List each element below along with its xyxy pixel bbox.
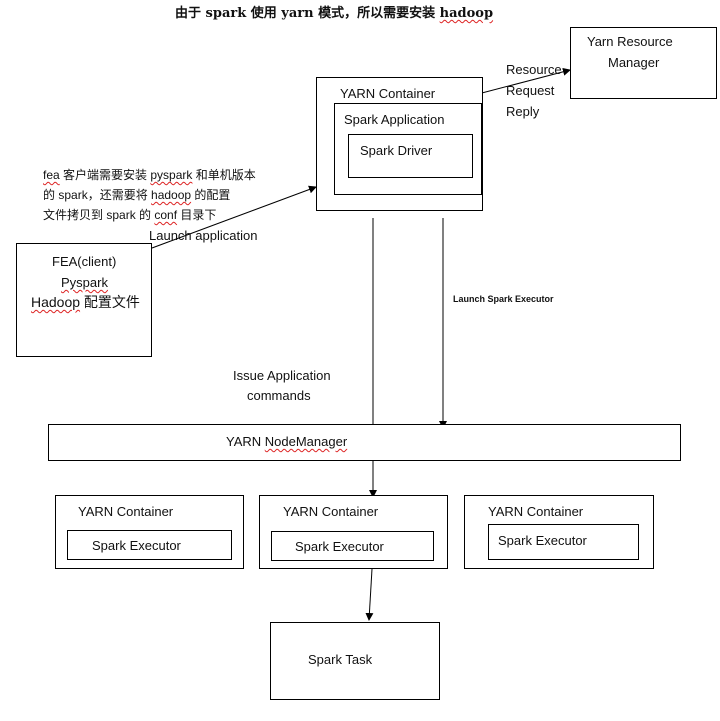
yarn-container-1: YARN Container Spark Executor	[55, 495, 244, 569]
resource-manager-label-2: Manager	[608, 55, 660, 70]
label-resource: Resource	[506, 62, 562, 77]
note-line-3: 文件拷贝到 spark 的 conf 目录下	[43, 208, 217, 222]
client-label-3: Hadoop 配置文件	[31, 294, 140, 310]
spark-task-box: Spark Task	[270, 622, 440, 700]
spark-driver-box: Spark Driver	[348, 134, 473, 178]
label-launch-application: Launch application	[149, 228, 258, 243]
arrow-to-spark-task	[365, 568, 374, 621]
spark-driver-label: Spark Driver	[360, 143, 433, 158]
client-label-2: Pyspark	[61, 275, 108, 290]
resource-manager-box: Yarn Resource Manager	[570, 27, 717, 99]
node-manager-label: YARN NodeManager	[226, 434, 348, 449]
spark-executor-1-box: Spark Executor	[67, 530, 232, 560]
spark-executor-2-box: Spark Executor	[271, 531, 434, 561]
spark-executor-3-box: Spark Executor	[488, 524, 639, 560]
yarn-container-top-label: YARN Container	[340, 86, 436, 101]
yarn-container-top: YARN Container Spark Application Spark D…	[316, 77, 483, 211]
label-reply: Reply	[506, 104, 540, 119]
arrow-resource-request	[477, 67, 571, 95]
note-line-2: 的 spark，还需要将 hadoop 的配置	[43, 188, 231, 202]
yarn-container-3: YARN Container Spark Executor	[464, 495, 654, 569]
yarn-container-2-label: YARN Container	[283, 504, 379, 519]
yarn-container-2: YARN Container Spark Executor	[259, 495, 448, 569]
yarn-container-3-label: YARN Container	[488, 504, 584, 519]
label-commands: commands	[247, 388, 311, 403]
spark-executor-3-label: Spark Executor	[498, 533, 587, 548]
label-request: Request	[506, 83, 555, 98]
diagram-title: 由于 spark 使用 yarn 模式，所以需要安装 hadoop	[175, 6, 494, 21]
resource-manager-label-1: Yarn Resource	[587, 34, 673, 49]
yarn-container-1-label: YARN Container	[78, 504, 174, 519]
spark-application-label: Spark Application	[344, 112, 445, 127]
spark-executor-1-label: Spark Executor	[92, 538, 181, 553]
client-label-1: FEA(client)	[52, 254, 117, 269]
spark-executor-2-label: Spark Executor	[295, 539, 384, 554]
note-line-1: fea 客户端需要安装 pyspark 和单机版本	[43, 168, 256, 182]
client-box: FEA(client) Pyspark Hadoop 配置文件	[16, 243, 152, 357]
node-manager-box: YARN NodeManager	[48, 424, 681, 461]
arrow-launch-application	[151, 185, 317, 249]
label-launch-spark-executor: Launch Spark Executor	[453, 294, 554, 304]
spark-application-box: Spark Application Spark Driver	[334, 103, 482, 195]
spark-task-label: Spark Task	[308, 652, 373, 667]
label-issue-application: Issue Application	[233, 368, 331, 383]
